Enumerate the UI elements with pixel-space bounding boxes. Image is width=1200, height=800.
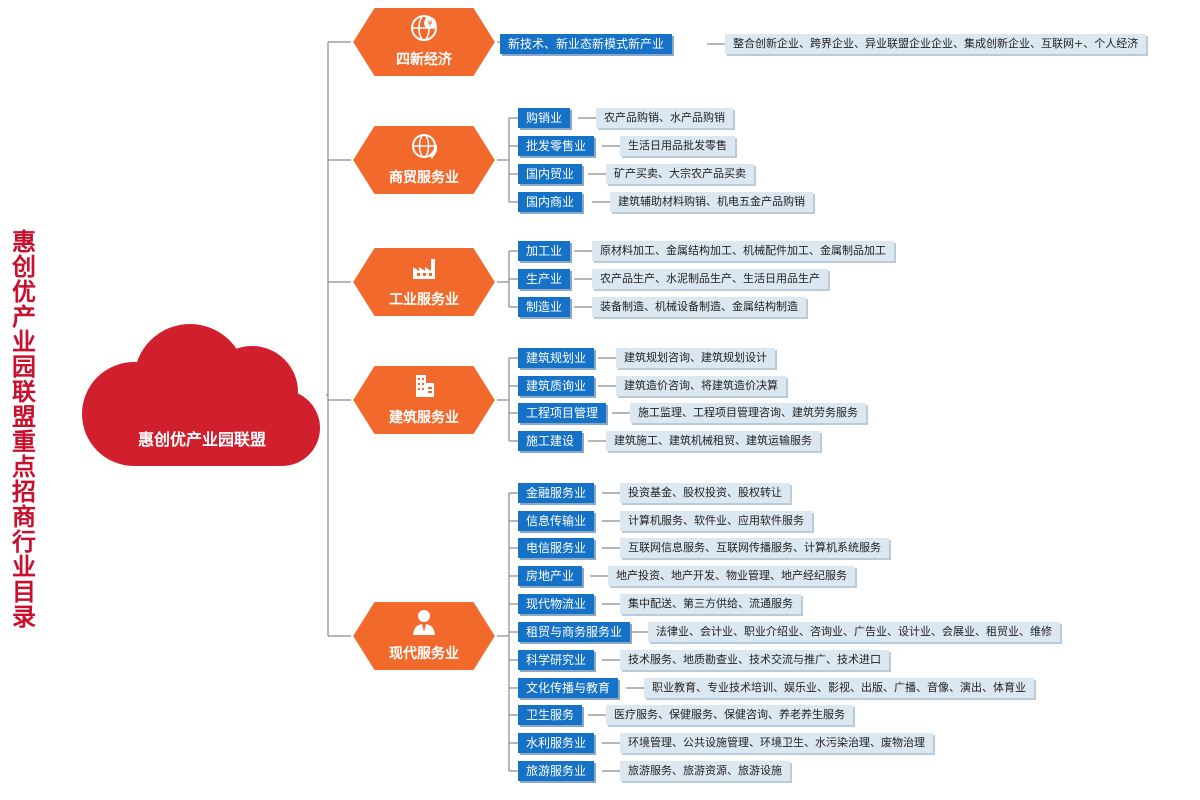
detail-box: 建筑规划咨询、建筑规划设计 [616,348,775,368]
category-node: 工业服务业 [350,245,498,319]
category-node: 建筑服务业 [350,363,498,437]
subcategory-box: 卫生服务 [518,705,583,725]
subcategory-box: 金融服务业 [518,483,595,503]
subcategory-box: 信息传输业 [518,511,595,531]
detail-box: 环境管理、公共设施管理、环境卫生、水污染治理、废物治理 [620,733,933,753]
hexagon-shape [350,124,498,196]
subcategory-box: 现代物流业 [518,594,595,614]
detail-box: 建筑辅助材料购销、机电五金产品购销 [610,192,813,212]
subcategory-box: 工程项目管理 [518,403,607,423]
detail-box: 互联网信息服务、互联网传播服务、计算机系统服务 [620,538,889,558]
subcategory-box: 施工建设 [518,431,583,451]
subcategory-box: 建筑质询业 [518,376,595,396]
building-icon [416,375,434,397]
center-label: 惠创优产业园联盟 [137,430,266,449]
category-node: 商贸服务业 [350,123,498,197]
detail-box: 地产投资、地产开发、物业管理、地产经纪服务 [608,566,855,586]
page-title: 惠创优产业园联盟重点招商行业目录 [12,228,36,631]
hexagon-shape [350,246,498,318]
detail-box: 旅游服务、旅游资源、旅游设施 [620,761,790,781]
subcategory-box: 电信服务业 [518,538,595,558]
detail-box: 职业教育、专业技术培训、娱乐业、影视、出版、广播、音像、演出、体育业 [644,678,1034,698]
hexagon-shape [350,600,498,672]
detail-box: 建筑施工、建筑机械租贸、建筑运输服务 [606,431,820,451]
subcategory-box: 加工业 [518,241,571,261]
svg-text:¥: ¥ [427,19,432,28]
detail-box: 计算机服务、软件业、应用软件服务 [620,511,812,531]
subcategory-box: 购销业 [518,108,571,128]
category-label: 商贸服务业 [389,170,459,186]
center-cloud-node: 惠创优产业园联盟 [72,322,332,472]
subcategory-box: 房地产业 [518,566,583,586]
detail-box: 整合创新企业、跨界企业、异业联盟企业企业、集成创新企业、互联网+、个人经济 [725,34,1147,54]
detail-box: 矿产买卖、大宗农产品买卖 [606,164,754,184]
detail-box: 装备制造、机械设备制造、金属结构制造 [592,297,806,317]
detail-box: 原材料加工、金属结构加工、机械配件加工、金属制品加工 [592,241,894,261]
detail-box: 投资基金、股权投资、股权转让 [620,483,790,503]
category-label: 建筑服务业 [389,410,459,426]
subcategory-box: 国内贸业 [518,164,583,184]
cloud-shape [82,324,320,466]
category-node: ¥ 四新经济 [350,5,498,79]
subcategory-box: 科学研究业 [518,650,595,670]
category-label: 四新经济 [396,52,452,68]
subcategory-box: 旅游服务业 [518,761,595,781]
subcategory-box: 新技术、新业态新模式新产业 [500,34,673,54]
category-node: 现代服务业 [350,599,498,673]
hexagon-shape [350,6,498,78]
category-label: 工业服务业 [389,292,459,308]
hexagon-shape [350,364,498,436]
subcategory-box: 批发零售业 [518,136,595,156]
detail-box: 施工监理、工程项目管理咨询、建筑劳务服务 [630,403,866,423]
detail-box: 法律业、会计业、职业介绍业、咨询业、广告业、设计业、会展业、租贸业、维修 [648,622,1060,642]
globe-yen-icon: ¥ [411,15,437,41]
detail-box: 技术服务、地质勘查业、技术交流与推广、技术进口 [620,650,889,670]
subcategory-box: 水利服务业 [518,733,595,753]
detail-box: 农产品生产、水泥制品生产、生活日用品生产 [592,269,828,289]
factory-icon [413,259,435,279]
subcategory-box: 国内商业 [518,192,583,212]
subcategory-box: 建筑规划业 [518,348,595,368]
detail-box: 医疗服务、保健服务、保健咨询、养老养生服务 [606,705,853,725]
detail-box: 集中配送、第三方供给、流通服务 [620,594,801,614]
alliance-logo-icon [74,326,106,354]
category-label: 现代服务业 [389,646,459,662]
subcategory-box: 制造业 [518,297,571,317]
detail-box: 生活日用品批发零售 [620,136,735,156]
subcategory-box: 租贸与商务服务业 [518,622,631,642]
detail-box: 农产品购销、水产品购销 [596,108,733,128]
person-icon [413,610,435,635]
globe-arrow-icon [412,134,438,159]
subcategory-box: 文化传播与教育 [518,678,619,698]
detail-box: 建筑造价咨询、将建筑造价决算 [616,376,786,396]
subcategory-box: 生产业 [518,269,571,289]
